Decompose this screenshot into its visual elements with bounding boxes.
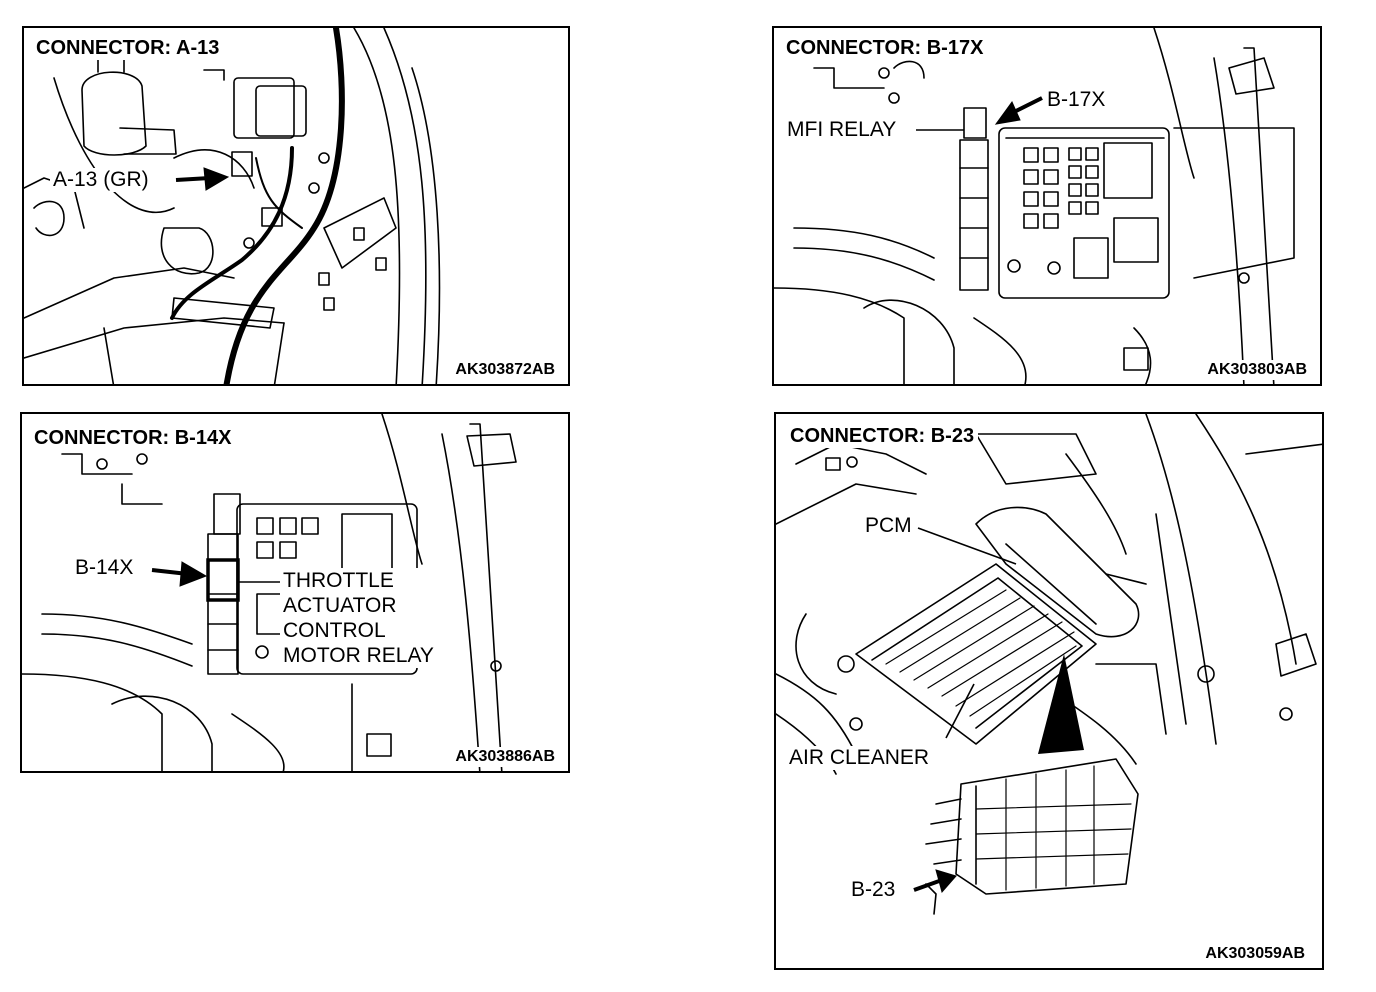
- arrow-b14x: [151, 561, 208, 587]
- panel-title: CONNECTOR: B-23: [786, 424, 979, 448]
- relay-label-line: CONTROL: [283, 619, 386, 642]
- engine-bay-illustration-b14x: [22, 414, 517, 771]
- figure-code: AK303886AB: [452, 747, 558, 767]
- relay-label-line: THROTTLE: [283, 569, 394, 592]
- panel-title: CONNECTOR: A-13: [32, 36, 224, 60]
- relay-label-line: ACTUATOR: [283, 594, 397, 617]
- throttle-actuator-control-motor-relay-label: THROTTLE ACTUATOR CONTROL MOTOR RELAY: [280, 568, 437, 668]
- air-cleaner-label: AIR CLEANER: [786, 746, 933, 770]
- pcm-label: PCM: [862, 514, 915, 538]
- arrow-b17x: [994, 96, 1043, 125]
- panel-connector-b17x: CONNECTOR: B-17X B-17X MFI RELAY AK30380…: [772, 26, 1322, 386]
- panel-title: CONNECTOR: B-17X: [782, 36, 988, 60]
- arrow-a13: [175, 167, 230, 191]
- engine-bay-illustration-b23: [776, 414, 1322, 915]
- arrow-b23: [913, 869, 957, 894]
- engine-bay-illustration-b17x: [774, 28, 1295, 384]
- connector-label-b14x: B-14X: [72, 556, 137, 580]
- pcm-callout-pointer: [1038, 654, 1084, 754]
- connector-label-a13: A-13 (GR): [50, 168, 152, 192]
- engine-bay-illustration-a13: [24, 28, 441, 384]
- connector-label-b23: B-23: [848, 878, 899, 902]
- mfi-relay-label: MFI RELAY: [784, 118, 900, 142]
- figure-code: AK303059AB: [1202, 944, 1308, 964]
- panel-connector-b14x: CONNECTOR: B-14X B-14X THROTTLE ACTUATOR…: [20, 412, 570, 773]
- panel-connector-b23: CONNECTOR: B-23 PCM AIR CLEANER B-23 AK3…: [774, 412, 1324, 970]
- figure-code: AK303803AB: [1204, 360, 1310, 380]
- connector-b14x-highlight: [206, 558, 240, 602]
- panel-connector-a13: CONNECTOR: A-13 A-13 (GR) AK303872AB: [22, 26, 570, 386]
- connector-label-b17x: B-17X: [1044, 88, 1109, 112]
- relay-label-line: MOTOR RELAY: [283, 644, 434, 667]
- panel-title: CONNECTOR: B-14X: [30, 426, 236, 450]
- figure-code: AK303872AB: [452, 360, 558, 380]
